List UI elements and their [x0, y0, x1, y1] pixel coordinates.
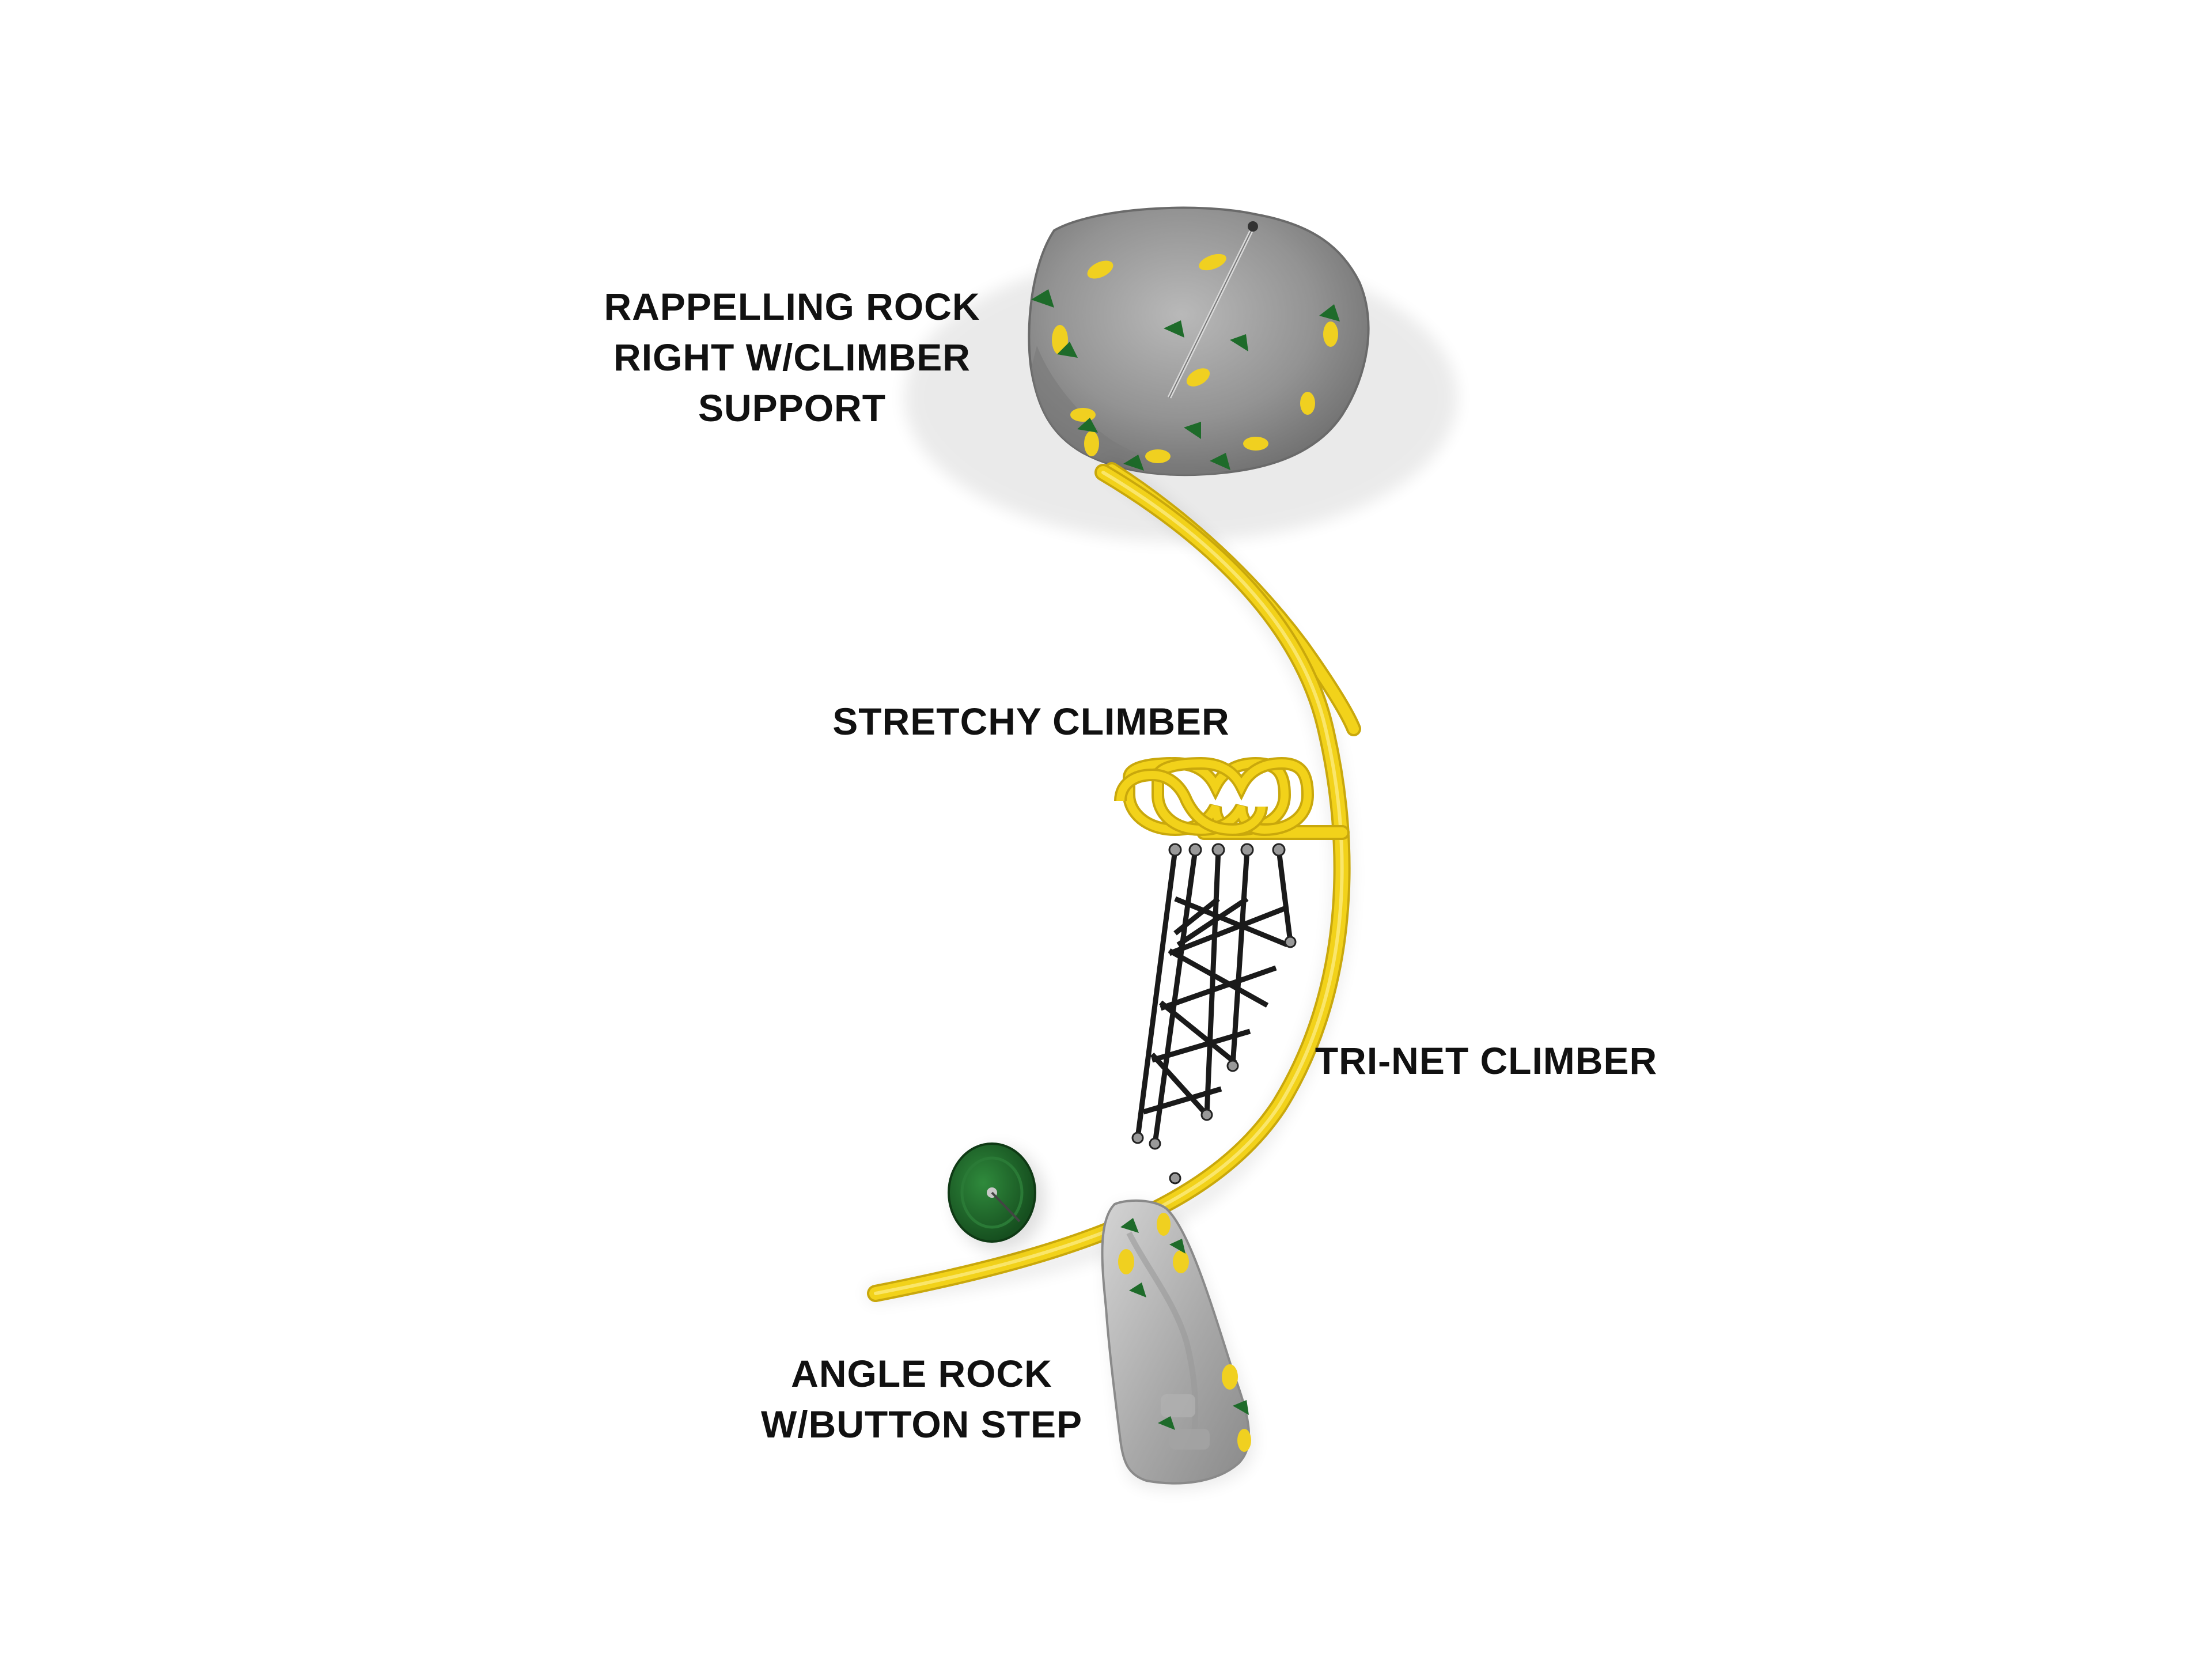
- label-stretchy-climber-line1: STRETCHY CLIMBER: [832, 700, 1230, 743]
- net-clamps: [1131, 843, 1297, 1185]
- angle-rock: [1101, 1199, 1255, 1494]
- rappelling-rock: [904, 206, 1457, 542]
- tri-net-climber: [1135, 849, 1293, 1144]
- label-tri-net-climber: TRI-NET CLIMBER: [1302, 1035, 1671, 1086]
- label-stretchy-climber: STRETCHY CLIMBER: [830, 696, 1233, 747]
- label-rappelling-rock-line2: RIGHT W/CLIMBER: [613, 336, 971, 379]
- button-step-disc: [948, 1142, 1046, 1251]
- label-angle-rock-line2: W/BUTTON STEP: [760, 1403, 1083, 1446]
- rock-climbing-holds: [1031, 253, 1340, 471]
- label-rappelling-rock-line3: SUPPORT: [698, 387, 887, 429]
- label-angle-rock-line1: ANGLE ROCK: [791, 1352, 1052, 1395]
- label-angle-rock: ANGLE ROCK W/BUTTON STEP: [749, 1348, 1094, 1450]
- label-tri-net-climber-line1: TRI-NET CLIMBER: [1315, 1039, 1658, 1082]
- label-rappelling-rock: RAPPELLING ROCK RIGHT W/CLIMBER SUPPORT: [596, 281, 988, 433]
- label-rappelling-rock-line1: RAPPELLING ROCK: [604, 285, 980, 328]
- angle-rock-holds: [1118, 1213, 1251, 1452]
- angle-rock-body: [1101, 1199, 1251, 1485]
- stretchy-climber: [1114, 756, 1315, 837]
